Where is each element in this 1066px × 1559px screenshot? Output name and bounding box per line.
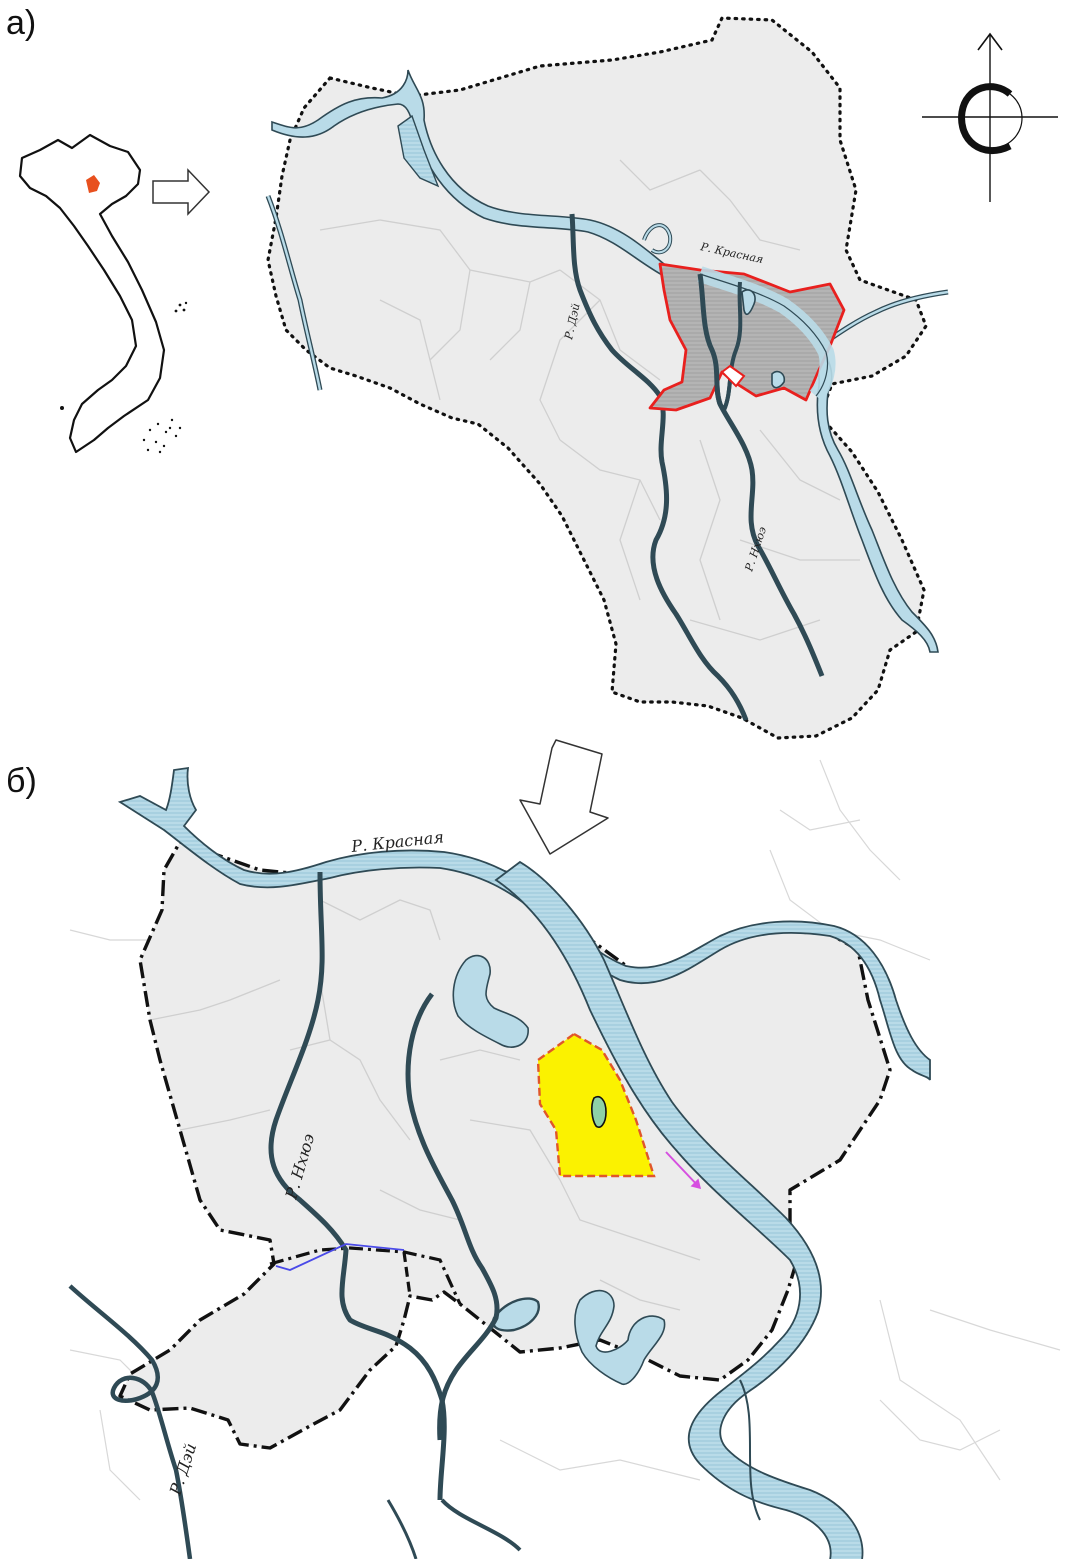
lake-a-north bbox=[397, 114, 440, 188]
north-arrow-icon bbox=[922, 32, 1058, 202]
core-urban-area bbox=[648, 262, 846, 412]
canal-b bbox=[275, 1243, 405, 1271]
inset-arrow-icon bbox=[152, 168, 211, 216]
island-dots-spratly bbox=[142, 418, 182, 454]
vietnam-outline bbox=[18, 133, 166, 454]
detail-district-lines bbox=[149, 899, 701, 1311]
red-river-b-main-channel bbox=[494, 860, 864, 1559]
south-lake-b bbox=[574, 1289, 666, 1385]
south-lake-a bbox=[771, 370, 786, 389]
island-dots-paracel bbox=[174, 301, 188, 313]
zoom-arrow-icon bbox=[519, 739, 609, 855]
west-lake-b bbox=[452, 954, 529, 1048]
day-river-b bbox=[68, 1284, 193, 1559]
detail-land bbox=[120, 842, 890, 1448]
west-lake-a bbox=[741, 289, 756, 316]
detail-map: Р. Красная Р. Нхюэ Р. Дэй bbox=[68, 759, 1061, 1559]
small-lake-b bbox=[491, 1297, 540, 1332]
vietnam-inset bbox=[18, 133, 188, 454]
day-river-a bbox=[569, 213, 749, 721]
hanoi-highlight bbox=[86, 175, 100, 193]
flow-arrow bbox=[665, 1151, 701, 1189]
tributary-b bbox=[405, 992, 500, 1441]
nhue-river-b bbox=[268, 871, 447, 1501]
panel-b-label: б) bbox=[6, 762, 37, 800]
hanoi-land bbox=[266, 16, 928, 740]
study-area-lake bbox=[591, 1096, 607, 1128]
hanoi-map: Р. Красная Р. Дэй Р. Нхюэ bbox=[265, 16, 949, 740]
red-river-a bbox=[271, 69, 939, 653]
red-river-b bbox=[117, 766, 931, 1081]
panel-a-label: а) bbox=[6, 4, 37, 42]
